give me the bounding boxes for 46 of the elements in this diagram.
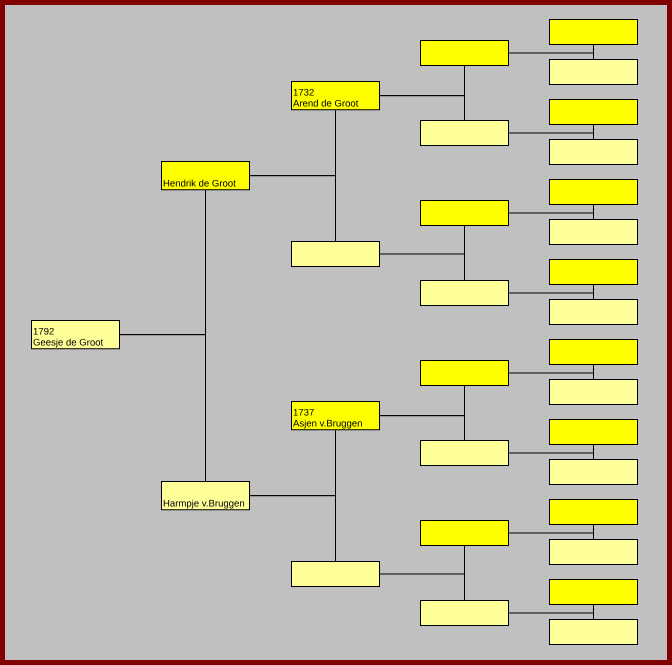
person-box [420, 360, 509, 386]
person-box [549, 179, 638, 205]
person-box [549, 499, 638, 525]
person-box: Harmpje v.Bruggen [161, 481, 250, 510]
connector-line [250, 495, 336, 562]
person-box [549, 539, 638, 565]
person-box [549, 379, 638, 405]
connector-line [508, 612, 594, 620]
connector-line [508, 132, 594, 140]
person-box [549, 339, 638, 365]
person-box [420, 120, 509, 146]
person-box [291, 561, 380, 587]
person-box [549, 19, 638, 45]
person-box: 1792 Geesje de Groot [31, 320, 120, 350]
connector-line [508, 52, 594, 60]
person-box: 1737 Asjen v.Bruggen [291, 401, 380, 430]
person-box [549, 619, 638, 645]
person-box [420, 520, 509, 546]
person-box [549, 579, 638, 605]
person-box: Hendrik de Groot [161, 161, 250, 190]
person-box [549, 419, 638, 445]
person-box [291, 241, 380, 267]
connector-line [380, 254, 465, 280]
person-box [549, 299, 638, 325]
connector-line [380, 574, 465, 600]
connector-line [380, 95, 465, 120]
person-box [549, 219, 638, 245]
connector-line [508, 292, 594, 300]
person-box: 1732 Arend de Groot [291, 81, 380, 110]
person-box [549, 259, 638, 285]
connector-line [508, 532, 594, 540]
person-box [549, 139, 638, 165]
connector-line [250, 175, 336, 242]
person-box [549, 459, 638, 485]
person-box [549, 99, 638, 125]
connector-line [120, 334, 206, 482]
person-box [420, 440, 509, 466]
connector-line [508, 452, 594, 460]
connector-line [508, 212, 594, 220]
person-box [420, 600, 509, 626]
connector-line [380, 415, 465, 440]
person-box [420, 40, 509, 66]
connector-line [508, 372, 594, 380]
person-box [420, 200, 509, 226]
person-box [420, 280, 509, 306]
person-box [549, 59, 638, 85]
